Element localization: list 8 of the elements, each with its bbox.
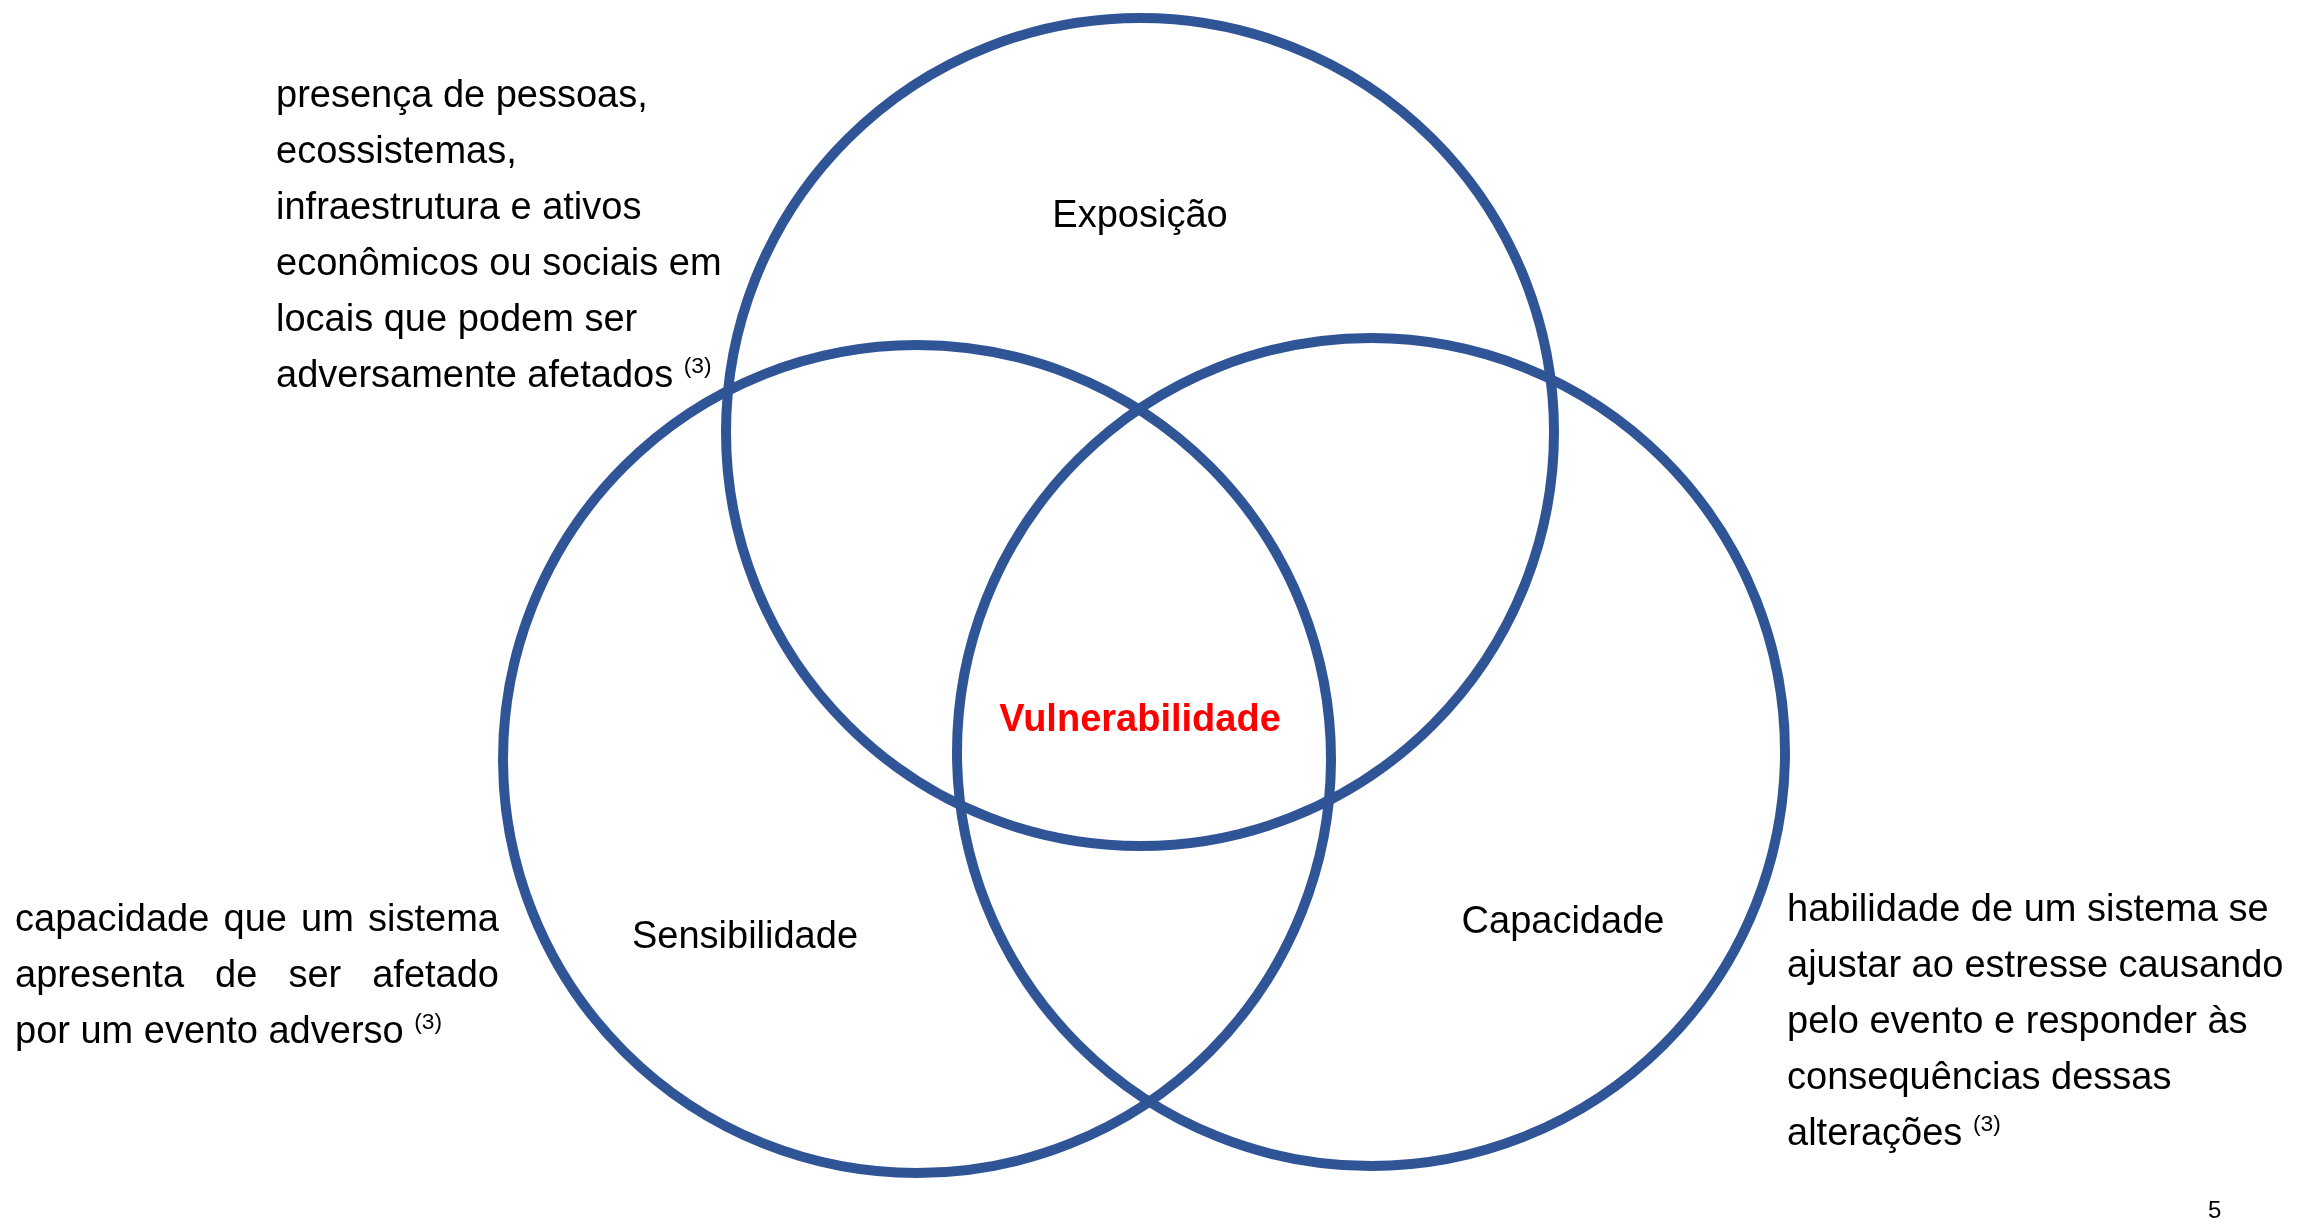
definition-text: habilidade de um sistema se ajustar ao estresse causando pelo evento e responder às consequências dessas alterações $^{(3)}$: [1787, 886, 2285, 1155]
circle-label: Exposição: [1052, 192, 1228, 236]
center-label: Vulnerabilidade: [999, 696, 1281, 740]
circle-label: Sensibilidade: [631, 913, 859, 957]
circle-label: Capacidade: [1461, 898, 1665, 942]
definition-text: presença de pessoas, ecossistemas, infraestrutura e ativos econômicos ou sociais em locais que podem ser adversamente afetados $^{(3)}$: [276, 72, 723, 397]
definition-text: capacidade que um sistema apresenta de ser afetado por um evento adverso $^{(3)}$: [15, 896, 499, 1053]
page-number: 5: [2208, 1196, 2222, 1224]
